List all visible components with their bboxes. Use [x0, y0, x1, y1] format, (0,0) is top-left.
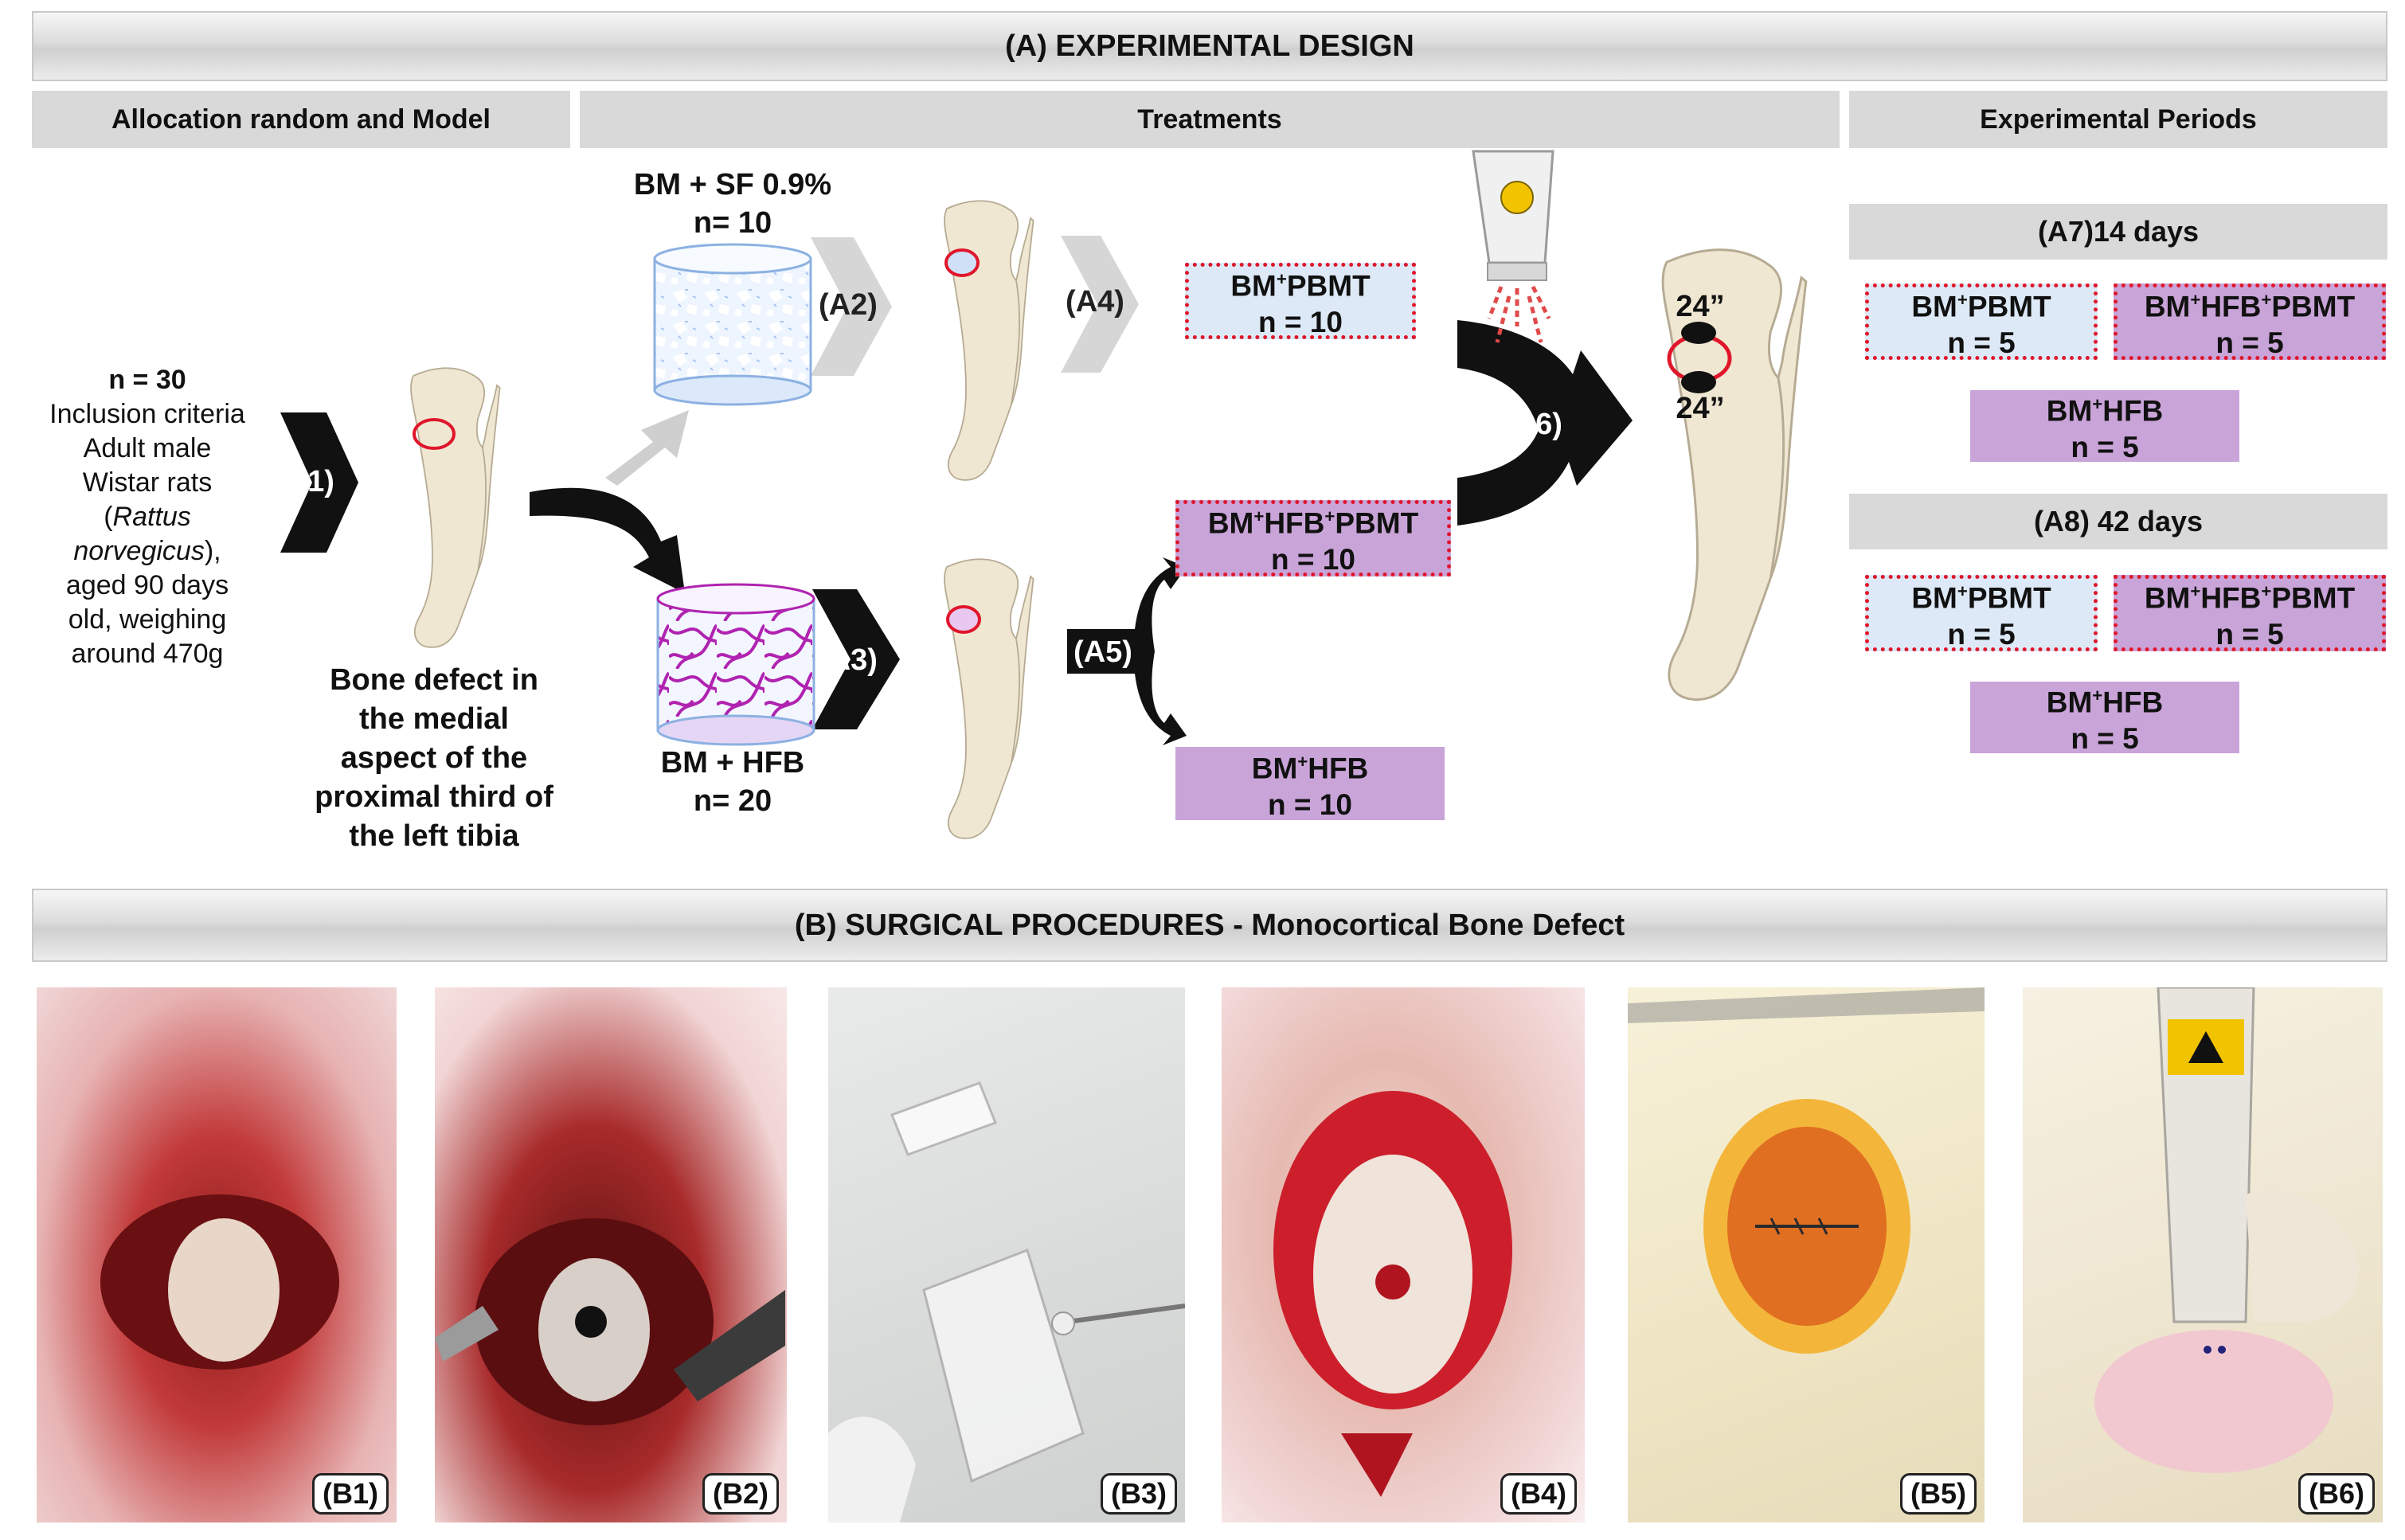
timing-bottom: 24”: [1676, 392, 1725, 425]
section-b-title: (B) SURGICAL PROCEDURES - Monocortical B…: [32, 889, 2387, 962]
photo-label-b2: (B2): [702, 1473, 779, 1515]
arrow-a5: [1067, 557, 1187, 745]
laser-point-top: [1681, 322, 1716, 344]
laser-pen-icon: [1472, 150, 1554, 343]
arrow-to-hfb: [530, 487, 685, 593]
inclusion-line: Wistar rats: [82, 467, 213, 498]
sponge-cylinder-sf: [653, 243, 812, 406]
defect-circle: [413, 418, 456, 450]
arrow-a5-label: (A5): [1073, 635, 1132, 669]
inclusion-line: Adult male: [83, 433, 212, 463]
photo-label-b3: (B3): [1101, 1473, 1177, 1515]
inclusion-line: old, weighing: [68, 604, 227, 635]
arrow-a3: [812, 589, 900, 729]
flow-arrows: [280, 150, 2405, 840]
arrow-a1-label: (A1): [276, 465, 334, 498]
inclusion-line: Inclusion criteria: [49, 399, 245, 429]
arrow-a2: [811, 237, 892, 376]
column-header-treatments: Treatments: [580, 91, 1840, 148]
period14-box-pbmt: BM+PBMT n = 5: [1865, 283, 2098, 360]
photo-suture: (B5): [1628, 987, 1985, 1522]
photo-label-b1: (B1): [312, 1473, 389, 1515]
period-14-days: (A7)14 days: [1849, 204, 2387, 260]
arrow-a3-label: (A3): [819, 643, 878, 677]
photo-laser-application: (B6): [2023, 987, 2383, 1522]
period42-box-pbmt: BM+PBMT n = 5: [1865, 575, 2098, 651]
tibia-hfb: [943, 557, 1035, 840]
photo-label-b6: (B6): [2298, 1473, 2375, 1515]
photo-label-b4: (B4): [1500, 1473, 1577, 1515]
sample-size: n = 30: [108, 365, 186, 395]
section-a-title: (A) EXPERIMENTAL DESIGN: [32, 11, 2387, 81]
photo-label-b5: (B5): [1900, 1473, 1977, 1515]
defect-circle: [946, 605, 981, 634]
sponge-cylinder-hfb: [656, 583, 815, 746]
group-sf-label: BM + SF 0.9%n= 10: [633, 168, 832, 240]
column-header-periods: Experimental Periods: [1849, 91, 2387, 148]
column-header-allocation: Allocation random and Model: [32, 91, 570, 148]
arrow-a4: [1061, 236, 1139, 373]
inclusion-line: around 470g: [71, 639, 224, 669]
arrow-to-sf: [605, 410, 689, 486]
photo-incision: (B1): [37, 987, 397, 1522]
period-42-days: (A8) 42 days: [1849, 494, 2387, 549]
arrow-a6-label: (A6): [1504, 408, 1562, 441]
tibia-sf: [943, 199, 1035, 482]
period42-box-hfb: BM+HFB n = 5: [1970, 682, 2239, 755]
tibia-model: [409, 366, 502, 649]
photo-drilling: (B2): [435, 987, 787, 1522]
period14-box-hfb: BM+HFB n = 5: [1970, 390, 2239, 463]
species-line: (Rattus: [104, 502, 191, 532]
period42-box-hfb-pbmt: BM+HFB+PBMT n = 5: [2114, 575, 2386, 651]
laser-point-bottom: [1681, 371, 1716, 393]
arrow-a2-label: (A2): [819, 288, 878, 322]
group-box-hfb-pbmt: BM+HFB+PBMT n = 10: [1175, 500, 1451, 577]
period14-box-hfb-pbmt: BM+HFB+PBMT n = 5: [2114, 283, 2386, 360]
group-box-hfb: BM+HFB n = 10: [1175, 747, 1445, 821]
photo-filled-defect: (B4): [1222, 987, 1585, 1522]
species-line: norvegicus),: [73, 536, 221, 566]
inclusion-line: aged 90 days: [65, 570, 229, 600]
defect-circle: [944, 248, 980, 277]
group-box-pbmt: BM+PBMT n = 10: [1185, 263, 1416, 339]
inclusion-criteria: n = 30 Inclusion criteria Adult male Wis…: [32, 363, 263, 671]
photo-biomaterial: (B3): [828, 987, 1185, 1522]
arrow-a1: [280, 412, 358, 553]
arrow-a6: [1457, 320, 1633, 526]
arrow-a4-label: (A4): [1066, 285, 1124, 319]
timing-top: 24”: [1676, 290, 1725, 323]
